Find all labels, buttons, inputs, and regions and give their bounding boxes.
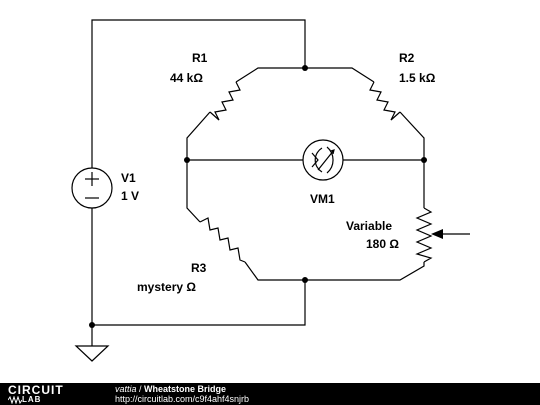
r2-value-label: 1.5 kΩ xyxy=(399,71,436,85)
resistor-r3 xyxy=(186,160,305,281)
r3-name-label: R3 xyxy=(191,261,207,275)
footer-bar: CIRCUIT LAB vattia / Wheatstone Bridge h… xyxy=(0,383,540,405)
vm1-name-label: VM1 xyxy=(310,192,335,206)
resistor-r2 xyxy=(305,67,425,160)
logo-text-top: CIRCUIT xyxy=(8,383,64,397)
circuit-title[interactable]: Wheatstone Bridge xyxy=(144,384,227,394)
voltage-source-icon xyxy=(71,167,113,209)
circuitlab-logo[interactable]: CIRCUIT LAB xyxy=(8,384,98,404)
wire-top xyxy=(91,19,306,168)
author-link[interactable]: vattia xyxy=(115,384,137,394)
node-bottom xyxy=(302,277,308,283)
r1-name-label: R1 xyxy=(192,51,208,65)
node-ground xyxy=(89,322,95,328)
wiper-arrow-icon xyxy=(431,229,470,239)
resistor-r1 xyxy=(186,67,305,160)
circuit-schematic: R1 44 kΩ R2 1.5 kΩ R3 mystery Ω Variable… xyxy=(71,19,470,362)
variable-resistor xyxy=(305,160,433,281)
variable-name-label: Variable xyxy=(346,219,392,233)
node-left xyxy=(184,157,190,163)
v1-value-label: 1 V xyxy=(121,189,139,203)
voltmeter-icon xyxy=(302,139,344,181)
wire-bottom-right xyxy=(92,280,306,326)
ground-icon xyxy=(74,345,110,362)
logo-wave-icon xyxy=(8,396,22,404)
v1-name-label: V1 xyxy=(121,171,136,185)
circuit-url-link[interactable]: http://circuitlab.com/c9f4ahf4snjrb xyxy=(115,394,250,404)
r2-name-label: R2 xyxy=(399,51,415,65)
r3-value-label: mystery Ω xyxy=(137,280,196,294)
title-separator: / xyxy=(136,384,145,394)
variable-value-label: 180 Ω xyxy=(366,237,399,251)
circuit-title-line: vattia / Wheatstone Bridge xyxy=(115,384,226,394)
logo-text-bottom: LAB xyxy=(22,395,42,404)
node-right xyxy=(421,157,427,163)
node-top xyxy=(302,65,308,71)
r1-value-label: 44 kΩ xyxy=(170,71,203,85)
